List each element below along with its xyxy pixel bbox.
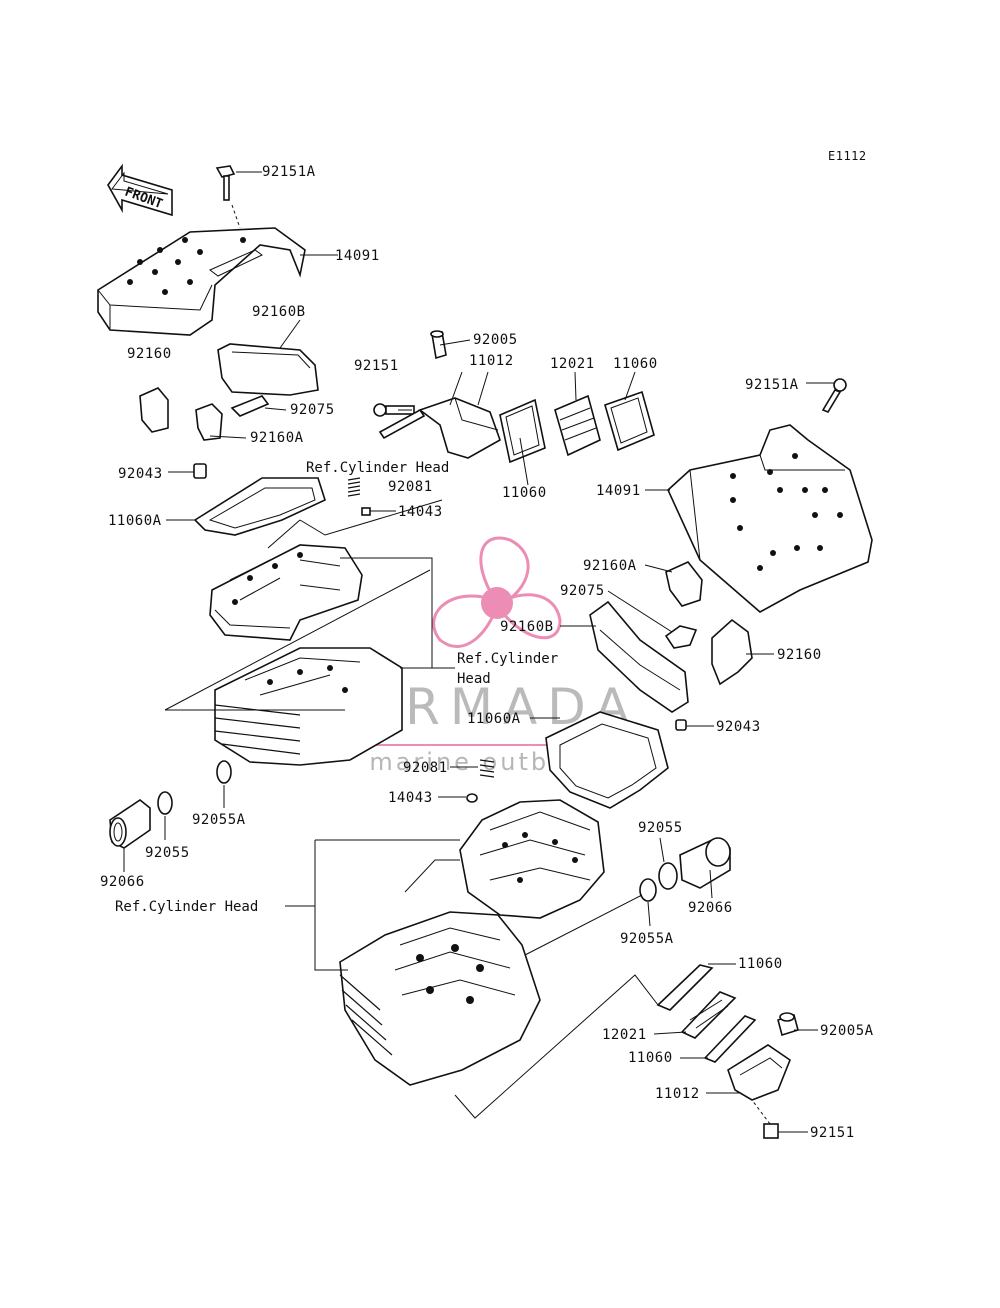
oring-92055-right [658,862,678,890]
reference-brackets [164,499,659,1119]
label-92160-right: 92160 [777,647,822,663]
cylinder-head-cover-left [97,227,306,336]
dowel-92043-left [193,463,207,479]
ref-cylinder-head-mid-line1: Ref.Cylinder [457,651,558,667]
spring-92081-right [466,759,495,803]
label-14091-right: 14091 [596,483,641,499]
cap-11012-bottom [727,1044,791,1101]
label-92075-right: 92075 [560,583,605,599]
label-11012-bot: 11012 [655,1086,700,1102]
gasket-11060A-right [545,711,669,809]
label-92055-left: 92055 [145,845,190,861]
label-92160A-top: 92160A [250,430,304,446]
gasket-92160B-top [217,343,319,396]
label-92043-right: 92043 [716,719,761,735]
cap-11012-top [378,397,501,459]
part-labels: 92151A 14091 92160B 92160 92075 92160A 9… [100,164,874,1141]
label-11060A-right: 11060A [467,711,521,727]
bracket-92075-right [664,625,698,649]
label-11060-bot-b: 11060 [628,1050,673,1066]
gasket-92160B-right [589,600,689,713]
cylinder-head-top-left [209,544,363,641]
cylinder-head-bottom-right [339,911,541,1086]
label-92081-right: 92081 [403,760,448,776]
reed-gasket-stack-top [499,390,655,464]
label-92081-top: 92081 [388,479,433,495]
label-14043-top: 14043 [398,504,443,520]
bolt-92151A-top [215,165,262,229]
label-92075-top: 92075 [290,402,335,418]
label-11060-top-b: 11060 [502,485,547,501]
label-12021-top: 12021 [550,356,595,372]
label-92160B-right: 92160B [500,619,554,635]
cylinder-head-cover-right [667,424,873,613]
cover-piece-92160A-right [665,561,703,607]
cover-piece-92160-top [139,387,270,441]
ref-cylinder-head-mid-line2: Head [457,671,491,687]
label-14091-top: 14091 [335,248,380,264]
ref-cylinder-head-bottom: Ref.Cylinder Head [115,899,258,915]
ref-cylinder-head-top: Ref.Cylinder Head [306,460,449,476]
label-92005: 92005 [473,332,518,348]
label-92160-top: 92160 [127,346,172,362]
label-92151-mid: 92151 [354,358,399,374]
bolt-92151-bottom [751,1099,779,1139]
label-92055A-right: 92055A [620,931,674,947]
intake-pipe-92066-left [109,799,151,849]
front-arrow-icon: FRONT [107,163,173,217]
fitting-92005A [777,1012,799,1037]
label-92043-top: 92043 [118,466,163,482]
reference-labels: Ref.Cylinder Head Ref.Cylinder Head Ref.… [115,460,558,915]
label-11060-bot-a: 11060 [738,956,783,972]
oring-92055-left [157,791,173,815]
spring-92081-top [347,477,371,516]
label-11012-top: 11012 [469,353,514,369]
label-12021-bot: 12021 [602,1027,647,1043]
oring-92055A-right [639,878,657,902]
label-92151-bot: 92151 [810,1125,855,1141]
intake-pipe-92066-right [679,837,731,889]
label-92160B-top: 92160B [252,304,306,320]
bolt-92151A-right [821,378,847,413]
leader-lines [123,254,834,1133]
propeller-logo-icon [432,536,562,648]
oring-92055A-left [216,760,232,784]
label-92066-right: 92066 [688,900,733,916]
reed-gasket-stack-bottom [656,964,757,1063]
dowel-92043-right [675,719,687,731]
label-92151A-top: 92151A [262,164,316,180]
label-11060-top-a: 11060 [613,356,658,372]
label-92055-right: 92055 [638,820,683,836]
label-92055A-left: 92055A [192,812,246,828]
fitting-92005 [430,330,447,360]
cover-piece-92160-right [711,618,753,686]
label-14043-right: 14043 [388,790,433,806]
label-92005A: 92005A [820,1023,874,1039]
label-11060A-top: 11060A [108,513,162,529]
diagram-code: E1112 [828,149,867,163]
label-92066-left: 92066 [100,874,145,890]
label-92160A-right: 92160A [583,558,637,574]
gasket-11060A-left [193,477,326,536]
label-92151A-right: 92151A [745,377,799,393]
cylinder-head-top-right [459,799,605,919]
